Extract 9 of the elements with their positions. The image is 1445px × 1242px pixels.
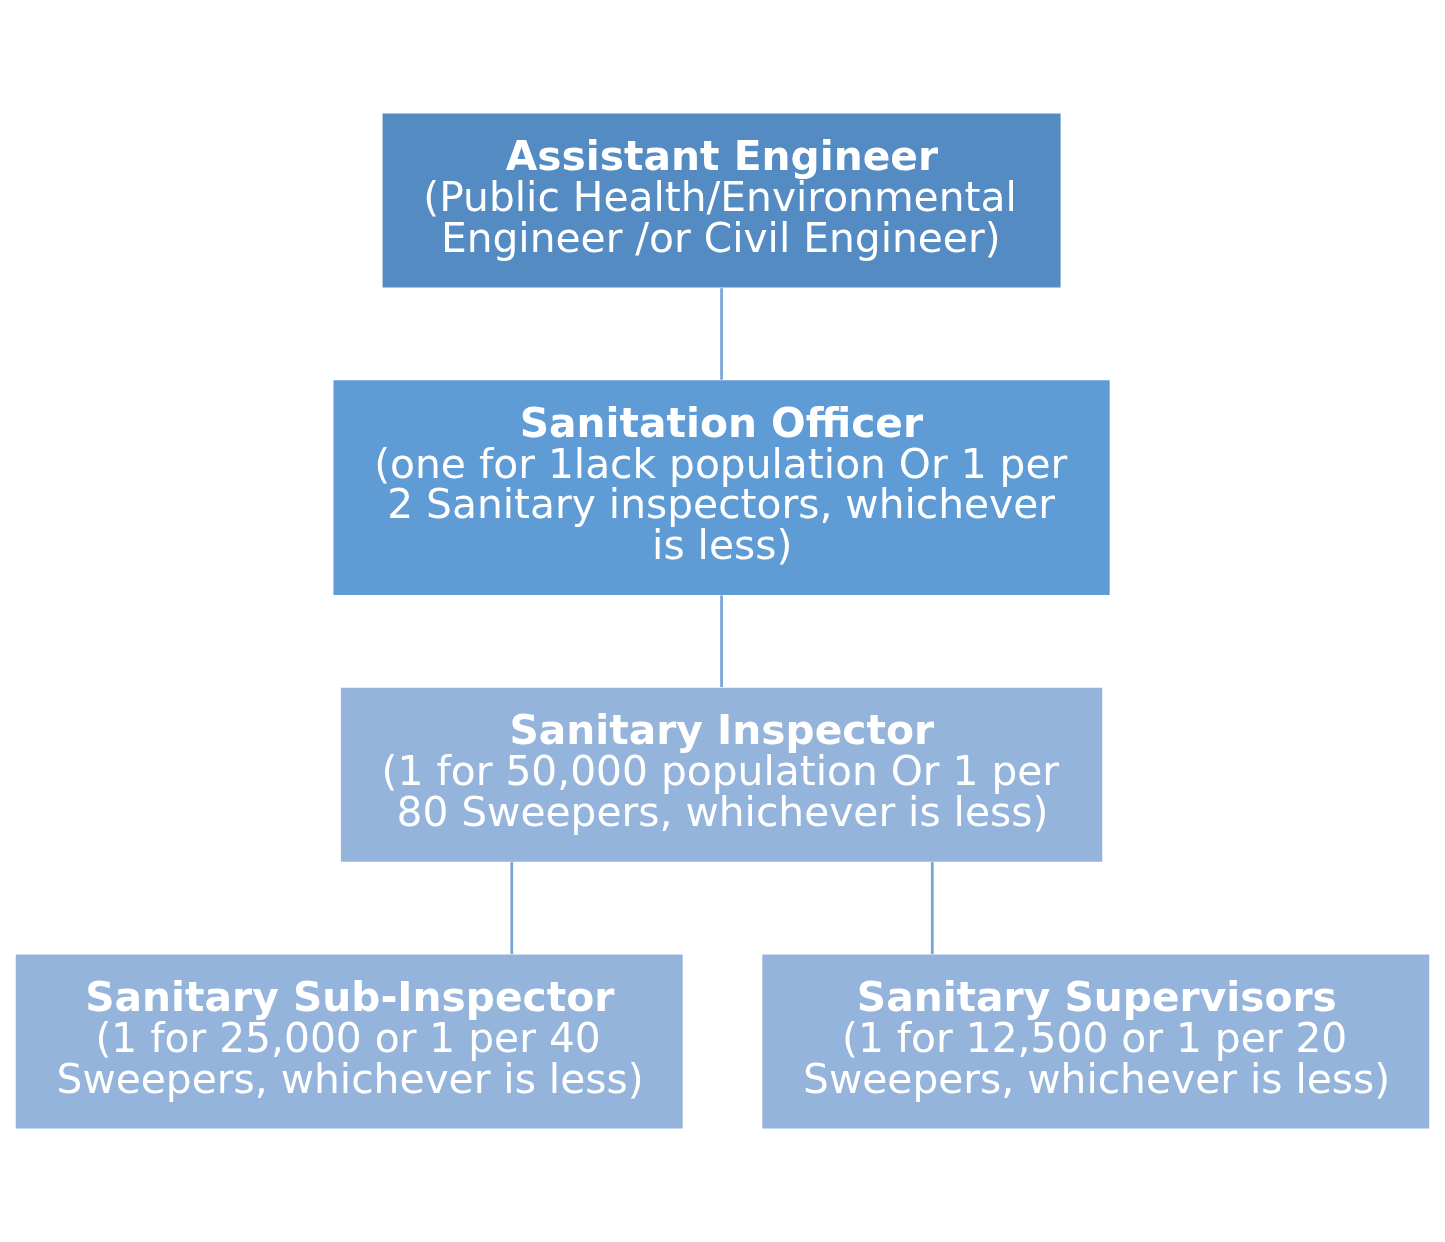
node-box: Assistant Engineer (Public Health/Environmental Engineer /or Civil Engineer) — [382, 113, 1061, 288]
node-box: Sanitation Officer (one for 1lack population Or 1 per 2 Sanitary inspectors, whichever is less) — [333, 380, 1110, 596]
connector — [720, 595, 723, 687]
node-box: Sanitary Sub-Inspector (1 for 25,000 or 1 per 40 Sweepers, whichever is less) — [15, 954, 683, 1129]
node-box: Sanitary Inspector (1 for 50,000 population Or 1 per 80 Sweepers, whichever is less) — [340, 687, 1103, 862]
connector — [510, 862, 514, 954]
connector — [720, 288, 723, 380]
connector — [930, 862, 934, 954]
node-box: Sanitary Supervisors (1 for 12,500 or 1 per 20 Sweepers, whichever is less) — [762, 954, 1430, 1129]
